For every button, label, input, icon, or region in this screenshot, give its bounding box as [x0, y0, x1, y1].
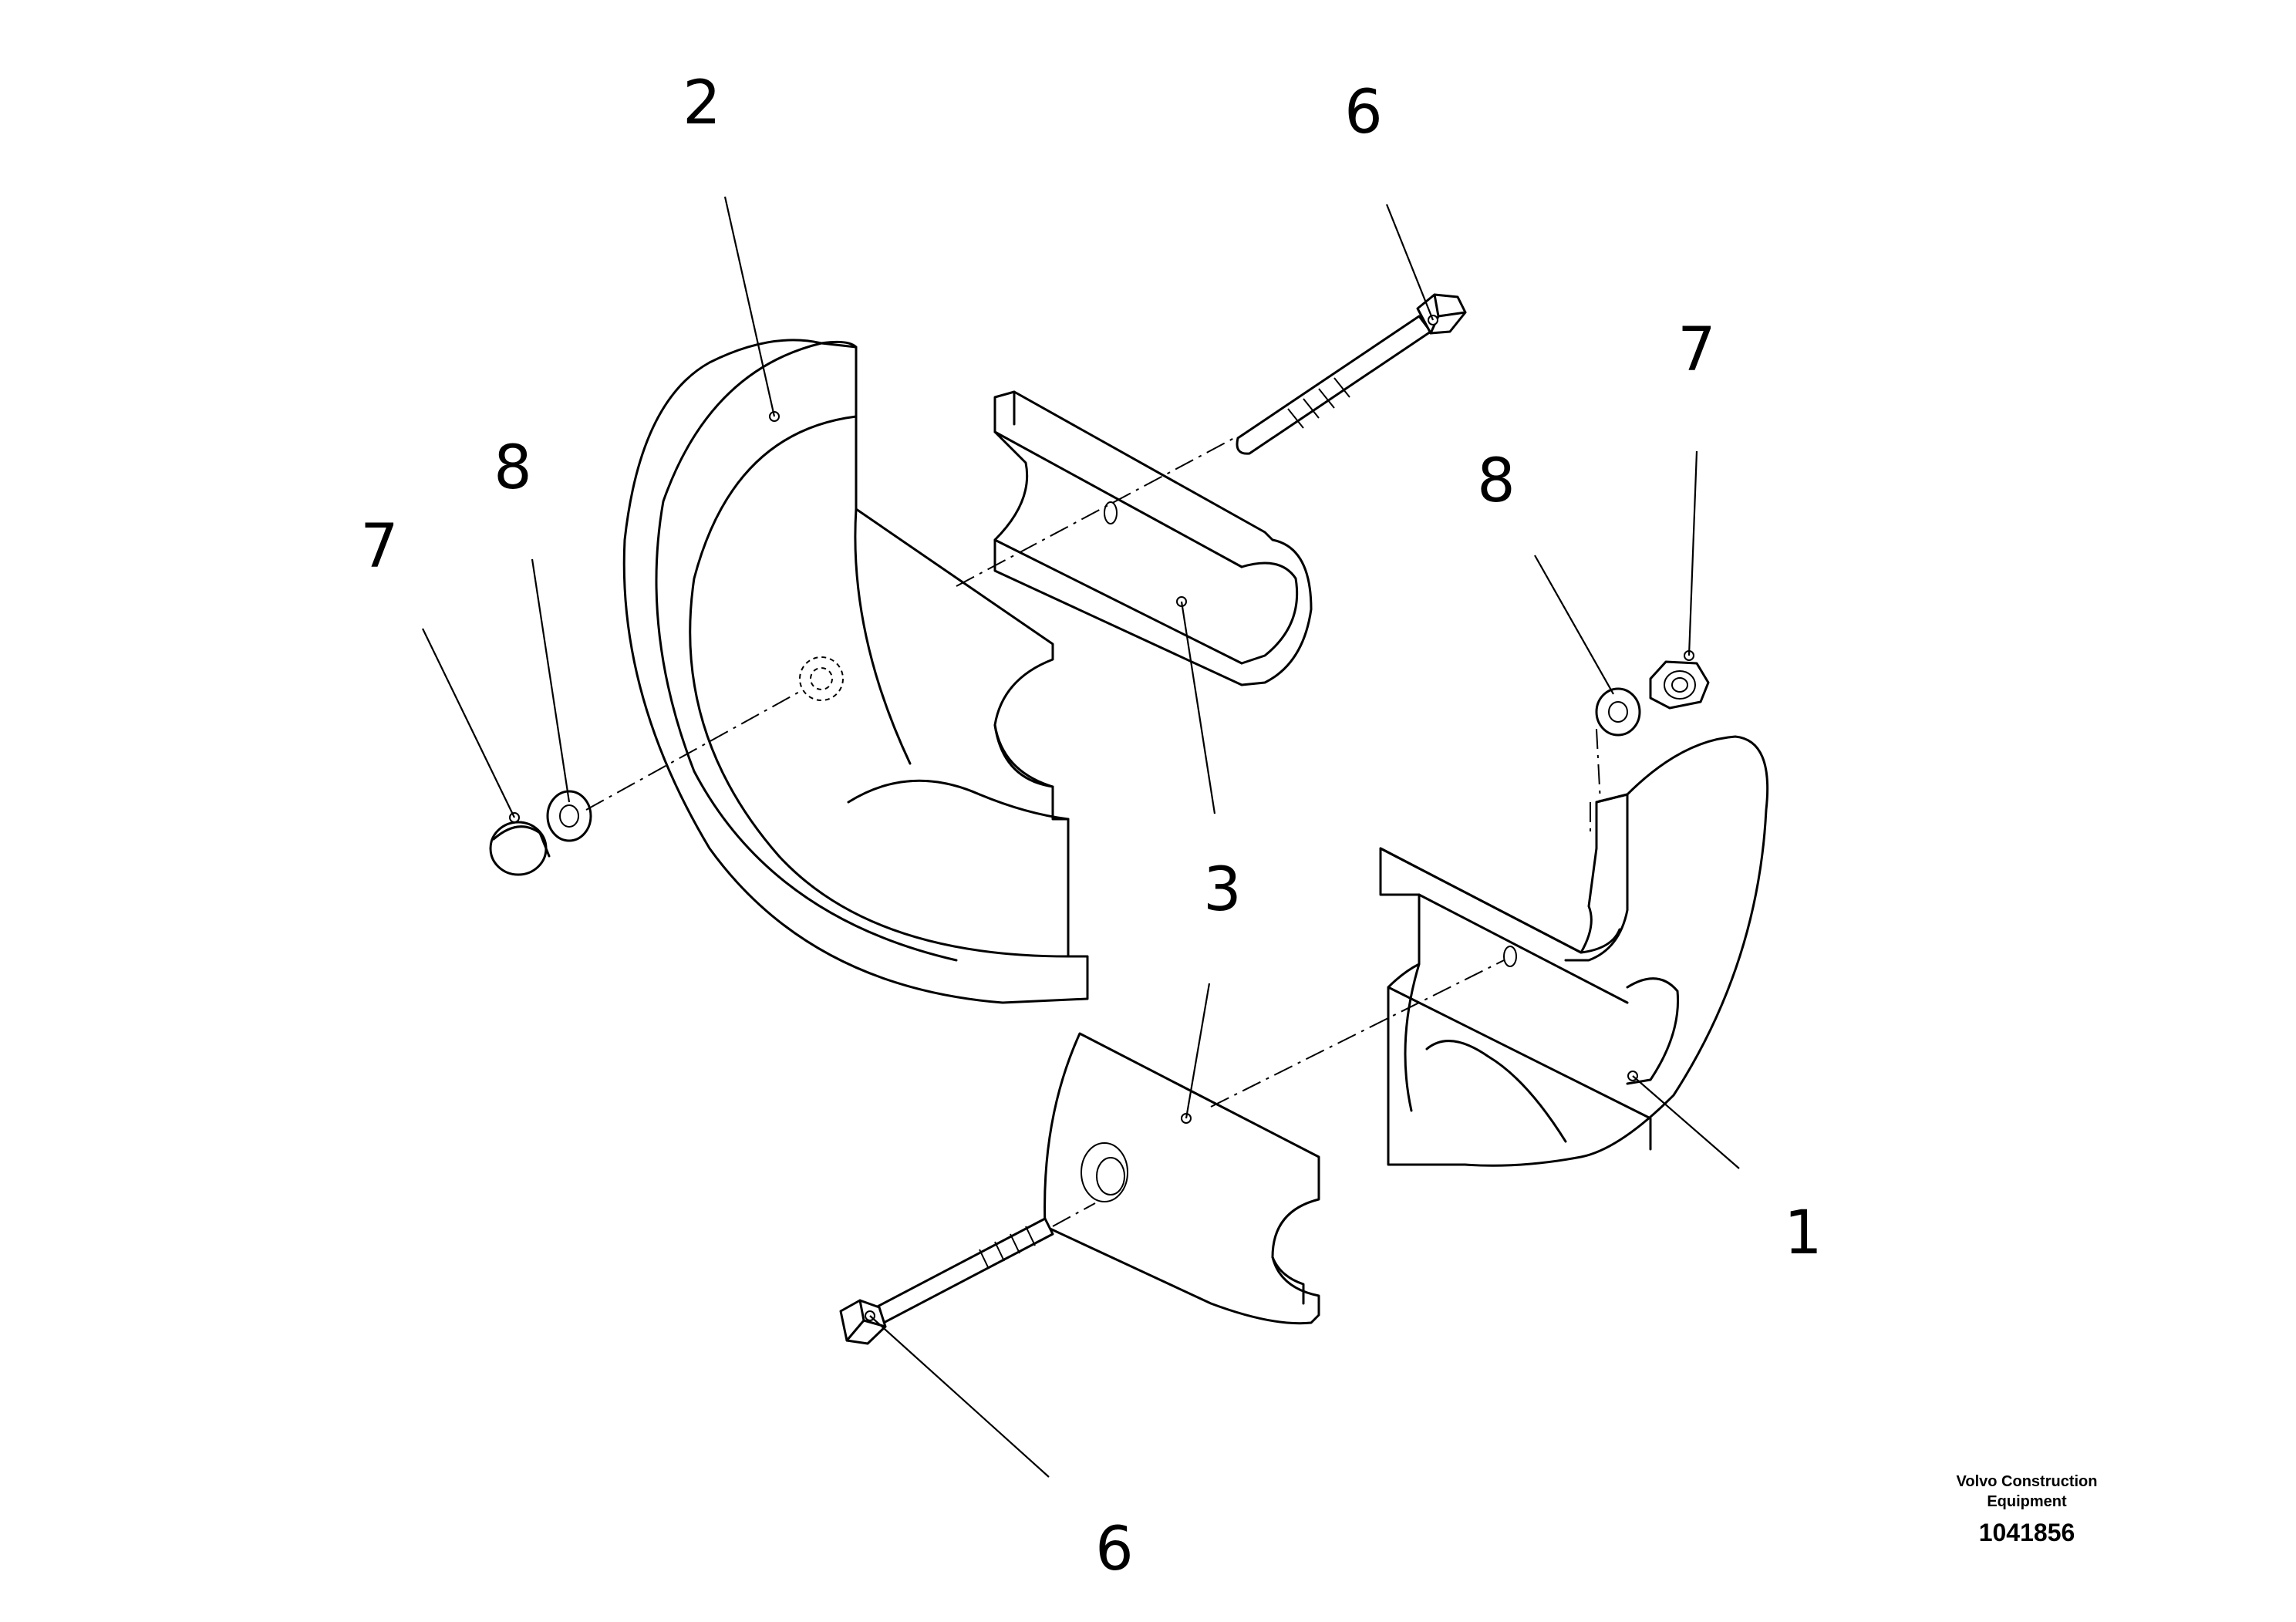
- part-1-counterweight-assembly: [1379, 735, 1769, 1167]
- callout-2: 2: [683, 69, 721, 138]
- leader-lines: [422, 196, 1740, 1478]
- company-name-line2: Equipment: [1987, 1493, 2067, 1510]
- part-6-top-bolt: [1236, 293, 1467, 455]
- callout-8-left: 8: [494, 433, 532, 503]
- part-7-right-cap-nut: [1649, 650, 1710, 710]
- callout-6-top: 6: [1344, 78, 1383, 147]
- callouts: 1 2 3 6 6 7 7 8 8: [360, 69, 1822, 1584]
- part-7-left-cap-nut: [489, 812, 551, 876]
- callout-3: 3: [1203, 855, 1242, 925]
- part-6-bottom-bolt: [839, 1217, 1054, 1345]
- part-2-curved-plate: [622, 339, 1089, 1004]
- callout-8-right: 8: [1477, 447, 1515, 516]
- callout-6-bottom: 6: [1095, 1515, 1134, 1584]
- part-3-lower-block: [1043, 1032, 1320, 1325]
- assembly-axis-lines: [585, 437, 1601, 1227]
- document-number: 1041856: [1979, 1519, 2075, 1546]
- callout-1: 1: [1784, 1199, 1822, 1268]
- part-8-left-washer: [546, 790, 592, 842]
- callout-7-right: 7: [1677, 315, 1716, 385]
- footer-block: Volvo Construction Equipment 1041856: [1957, 1473, 2098, 1546]
- company-name-line1: Volvo Construction: [1957, 1473, 2098, 1490]
- callout-7-left: 7: [360, 512, 399, 582]
- part-8-right-washer: [1595, 687, 1641, 737]
